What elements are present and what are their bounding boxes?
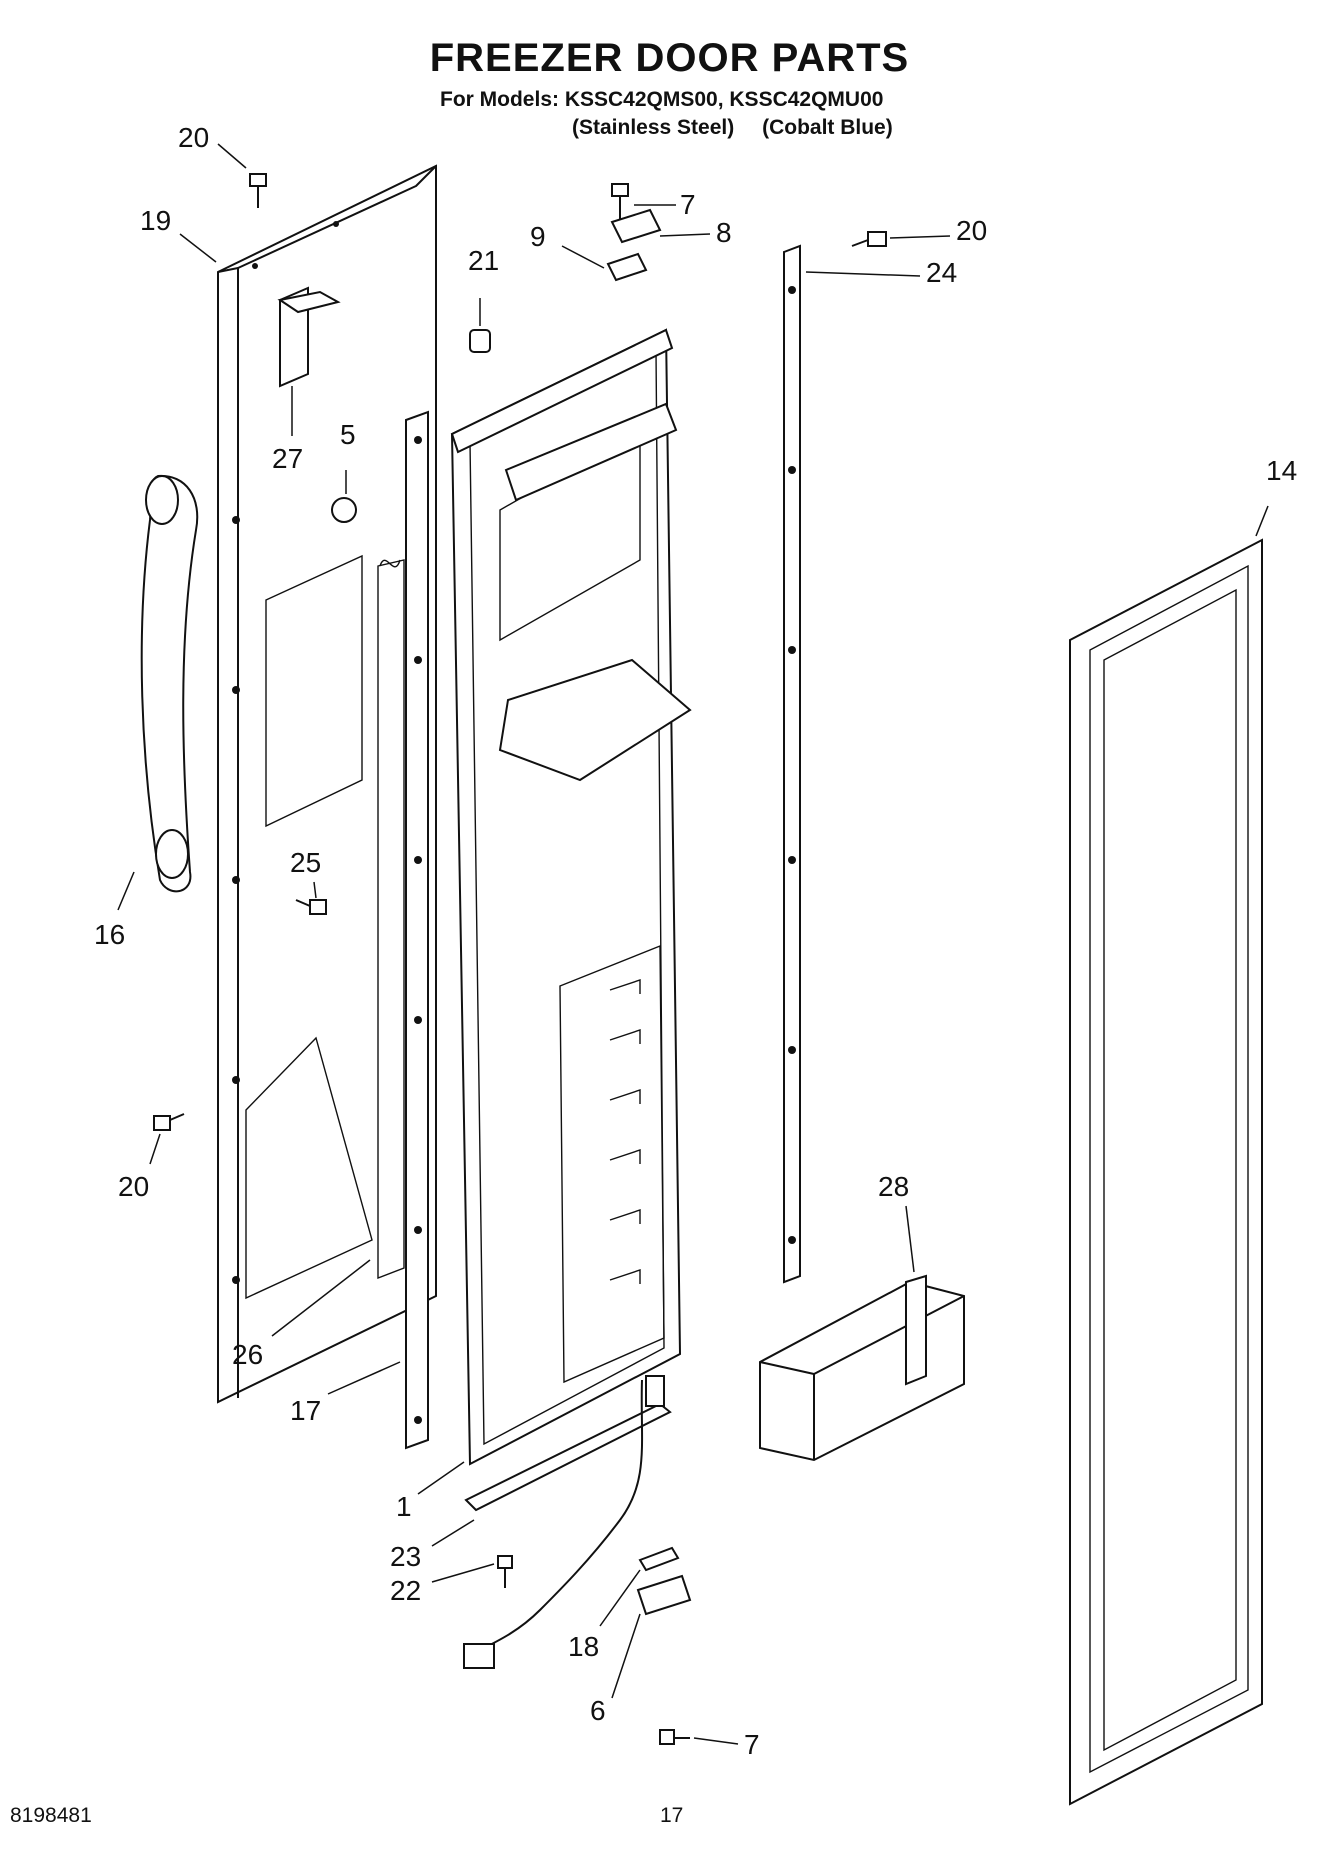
door-handle [140,474,199,893]
callout-8: 8 [716,217,732,248]
callout-24: 24 [926,257,957,288]
callout-9: 9 [530,221,546,252]
gasket-strip-right [783,244,801,1284]
insulation-sheet [377,559,405,1280]
models-line: For Models: KSSC42QMS00, KSSC42QMU00 [440,88,884,111]
callout-16: 16 [94,919,125,950]
callout-20-right: 20 [956,215,987,246]
door-liner [450,328,692,1466]
callout-7-top: 7 [680,189,696,220]
leader-lines [117,143,1269,1745]
callout-5: 5 [340,419,356,450]
callout-17: 17 [290,1395,321,1426]
callout-1: 1 [396,1491,412,1522]
document-number: 8198481 [10,1804,92,1827]
hinge-bracket [277,286,341,388]
callout-25: 25 [290,847,321,878]
door-gasket-frame [1069,538,1263,1806]
callout-20-top: 20 [178,122,209,153]
callout-6: 6 [590,1695,606,1726]
callout-14: 14 [1266,455,1297,486]
callout-28: 28 [878,1171,909,1202]
callout-26: 26 [232,1339,263,1370]
callout-23: 23 [390,1541,421,1572]
small-hardware [153,173,887,1745]
gasket-strip-left [405,410,429,1450]
page-number: 17 [660,1804,684,1827]
callout-19: 19 [140,205,171,236]
model-variants: (Stainless Steel) (Cobalt Blue) [572,116,915,140]
door-shelf-bin [759,1274,965,1462]
variant-cobalt: (Cobalt Blue) [762,116,893,139]
callout-22: 22 [390,1575,421,1606]
page-title: FREEZER DOOR PARTS [429,36,910,80]
callout-21: 21 [468,245,499,276]
callout-numbers: 20 19 27 5 21 9 7 8 20 24 14 16 25 20 26… [94,122,1297,1760]
callout-18: 18 [568,1631,599,1662]
callout-27: 27 [272,443,303,474]
outer-door-panel [217,164,437,1404]
variant-stainless: (Stainless Steel) [572,116,735,139]
callout-20-left: 20 [118,1171,149,1202]
callout-7-bottom: 7 [744,1729,760,1760]
